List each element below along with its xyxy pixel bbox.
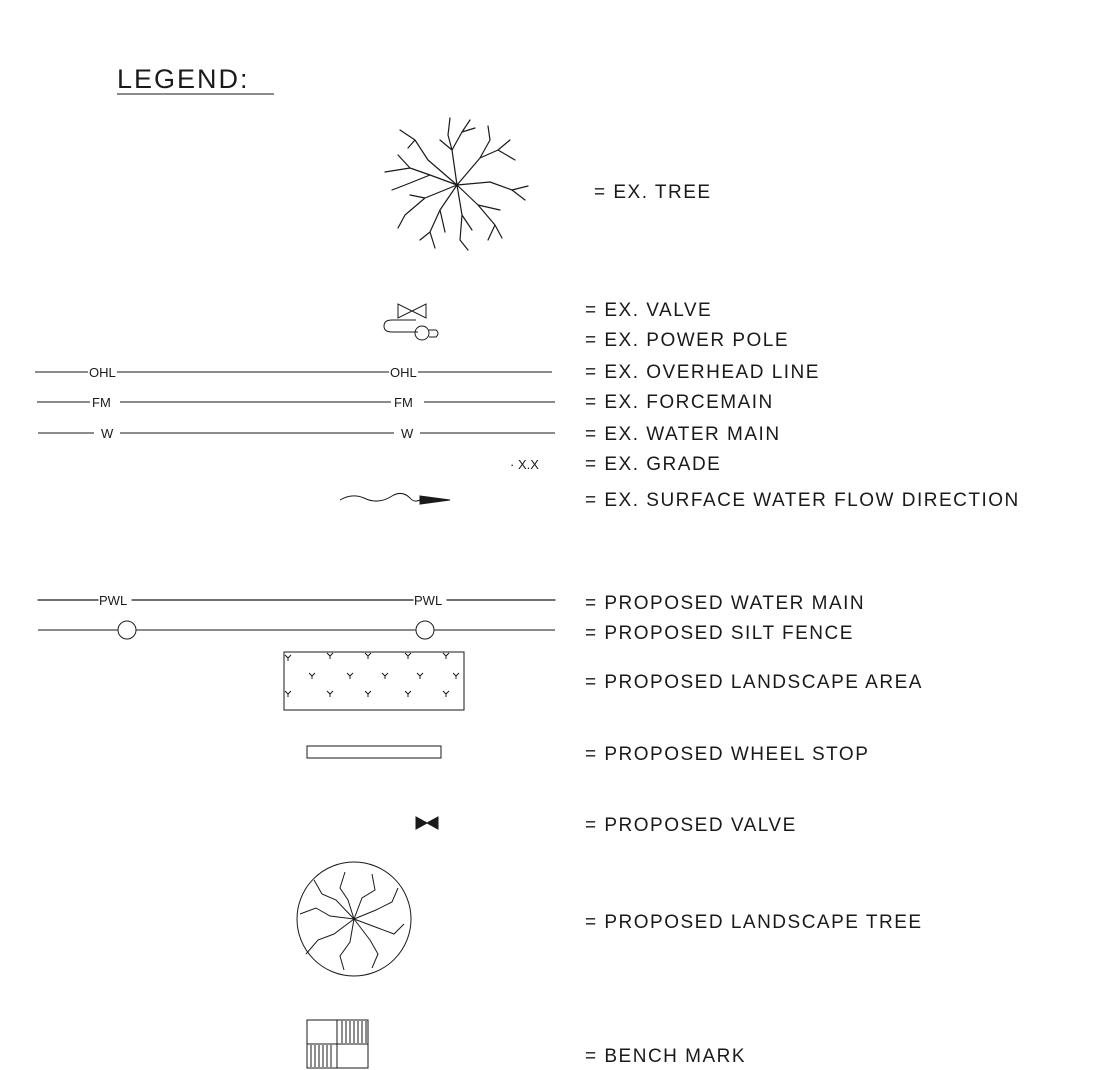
legend-label-ex-grade: = EX. GRADE <box>585 454 721 475</box>
line-tag-w: W <box>101 426 114 441</box>
line-tag-pwl: PWL <box>414 593 442 608</box>
silt-fence-symbol <box>38 620 555 640</box>
landscape-hatch-mark <box>284 690 292 697</box>
legend-label-prop-wheel-stop: = PROPOSED WHEEL STOP <box>585 744 869 765</box>
valve-solid-icon <box>415 816 439 830</box>
landscape-hatch-mark <box>346 672 354 679</box>
legend-label-ex-forcemain: = EX. FORCEMAIN <box>585 392 774 413</box>
legend-title: LEGEND: <box>117 64 250 94</box>
line-tag-ohl: OHL <box>89 365 116 380</box>
legend-label-ex-valve: = EX. VALVE <box>585 300 712 321</box>
legend-label-prop-water-main: = PROPOSED WATER MAIN <box>585 593 865 614</box>
line-tag-fm: FM <box>92 395 111 410</box>
bench-mark-icon <box>306 1019 369 1069</box>
ex-forcemain-symbol: FM FM <box>37 395 555 410</box>
ex-overhead-line-symbol: OHL OHL <box>35 365 552 380</box>
wavy-arrow-icon <box>339 492 451 505</box>
landscape-hatch-mark <box>364 652 372 659</box>
landscape-hatch-mark <box>326 690 334 697</box>
landscape-hatch-mark <box>381 672 389 679</box>
line-tag-fm: FM <box>394 395 413 410</box>
tree-icon <box>384 117 529 251</box>
landscape-hatch-mark <box>416 672 424 679</box>
landscape-hatch-mark <box>364 690 372 697</box>
line-tag-w: W <box>401 426 414 441</box>
landscape-hatch-symbol <box>283 651 465 711</box>
landscape-hatch-mark <box>404 652 412 659</box>
legend-label-ex-flow: = EX. SURFACE WATER FLOW DIRECTION <box>585 490 1020 511</box>
legend-label-prop-landscape-area: = PROPOSED LANDSCAPE AREA <box>585 672 923 693</box>
line-tag-pwl: PWL <box>99 593 127 608</box>
power-pole-icon <box>383 319 439 341</box>
legend-label-ex-water-main: = EX. WATER MAIN <box>585 424 781 445</box>
ex-water-main-symbol: W W <box>38 426 555 441</box>
legend-label-prop-valve: = PROPOSED VALVE <box>585 815 797 836</box>
landscape-hatch-mark <box>452 672 460 679</box>
landscape-hatch-mark <box>442 690 450 697</box>
landscape-tree-icon <box>296 861 412 977</box>
landscape-hatch-mark <box>442 652 450 659</box>
grade-dot-text: · X.X <box>510 457 539 472</box>
prop-water-main-symbol: PWL PWL <box>37 593 556 608</box>
legend-label-prop-landscape-tree: = PROPOSED LANDSCAPE TREE <box>585 912 923 933</box>
wheel-stop-symbol <box>306 745 442 759</box>
landscape-hatch-mark <box>326 652 334 659</box>
landscape-hatch-mark <box>284 654 292 661</box>
legend-label-ex-tree: = EX. TREE <box>594 182 712 203</box>
legend-label-ex-overhead-line: = EX. OVERHEAD LINE <box>585 362 820 383</box>
landscape-hatch-mark <box>308 672 316 679</box>
legend-label-bench-mark: = BENCH MARK <box>585 1046 746 1067</box>
legend-label-ex-power-pole: = EX. POWER POLE <box>585 330 789 351</box>
landscape-hatch-mark <box>404 690 412 697</box>
valve-outline-icon <box>397 303 427 319</box>
line-tag-ohl: OHL <box>390 365 417 380</box>
legend-label-prop-silt-fence: = PROPOSED SILT FENCE <box>585 623 854 644</box>
